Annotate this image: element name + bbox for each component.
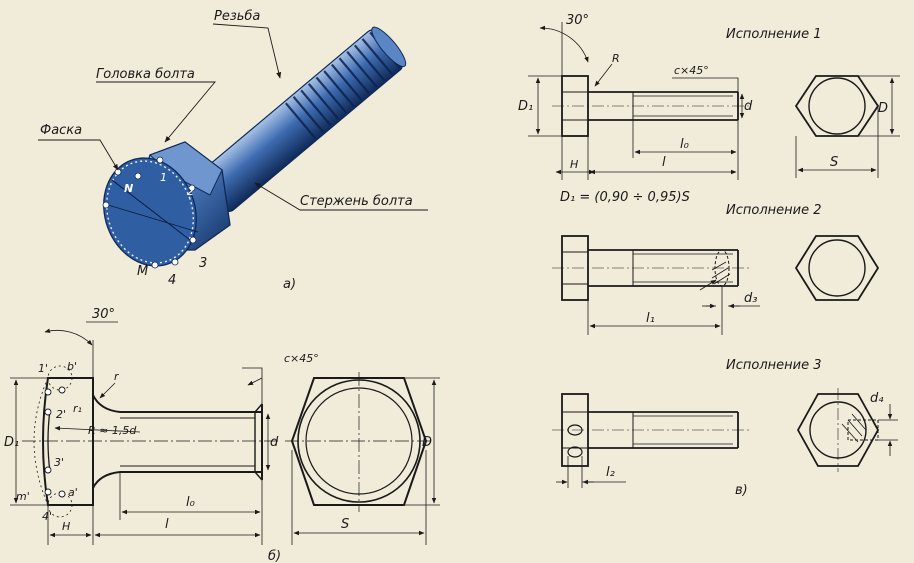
d-dim-b: d (270, 435, 279, 450)
D1-dim-v1: D₁ (518, 99, 533, 114)
ortho-bolt-b (22, 365, 432, 518)
point-3-label: 3 (199, 256, 207, 271)
l0-dim-b: l₀ (186, 495, 196, 510)
shank-label: Стержень болта (300, 194, 413, 209)
pt-2p: 2' (56, 408, 66, 421)
l0-dim-v1: l₀ (680, 137, 690, 152)
D-dim-b: D (422, 435, 432, 450)
angle-30-b: 30° (92, 307, 115, 322)
D-dim-v1: D (878, 101, 888, 116)
radius-R-label: R ≈ 1,5d (88, 424, 137, 437)
point-1-label: 1 (160, 171, 167, 184)
pt-3p: 3' (54, 456, 64, 469)
figure-b-label: б) (268, 549, 281, 563)
S-dim-v1: S (830, 155, 838, 170)
pt-ap: a' (68, 486, 78, 499)
pt-1p: 1' (38, 362, 48, 375)
d4-dim: d₄ (870, 391, 884, 406)
chamfer-dim-v1: c×45° (674, 64, 709, 77)
l-dim-b: l (165, 517, 169, 532)
fillet-r-label: r (114, 370, 120, 383)
point-N-label: N (124, 182, 133, 195)
d-dim-v1: d (744, 99, 753, 114)
head-label: Головка болта (96, 67, 195, 82)
variant-3-title: Исполнение 3 (726, 358, 821, 373)
r1-label: r₁ (73, 402, 82, 415)
iso-bolt: N 1 2 3 4 M Резьба Головка болта Фаска С… (38, 9, 428, 292)
variant-1-drawing (552, 75, 880, 137)
chamfer-label: Фаска (40, 123, 82, 138)
variant-1-title: Исполнение 1 (726, 27, 821, 42)
l1-dim: l₁ (646, 311, 655, 326)
point-2-label: 2 (187, 185, 194, 198)
variant-3-drawing (552, 388, 880, 472)
l-dim-v1: l (662, 155, 666, 170)
figure-v-label: в) (735, 483, 748, 498)
angle-30-v1: 30° (566, 13, 589, 28)
pt-bp: b' (67, 360, 77, 373)
l2-dim: l₂ (606, 465, 615, 480)
H-dim-v1: H (570, 158, 578, 171)
variant-2-drawing (552, 235, 880, 301)
pt-mp: m' (16, 490, 30, 503)
R-label-v1: R (612, 52, 620, 65)
H-dim-b: H (62, 520, 70, 533)
point-4-label: 4 (168, 273, 176, 288)
D1-dim-b: D₁ (4, 435, 19, 450)
point-M-label: M (137, 264, 148, 279)
chamfer-dim-b: c×45° (284, 352, 319, 365)
figure-a-label: а) (283, 277, 296, 292)
D1-formula: D₁ = (0,90 ÷ 0,95)S (560, 190, 690, 205)
d3-dim: d₃ (744, 291, 757, 306)
pt-4p: 4' (42, 510, 52, 523)
variant-2-title: Исполнение 2 (726, 203, 821, 218)
S-dim-b: S (341, 517, 349, 532)
thread-label: Резьба (214, 9, 260, 24)
